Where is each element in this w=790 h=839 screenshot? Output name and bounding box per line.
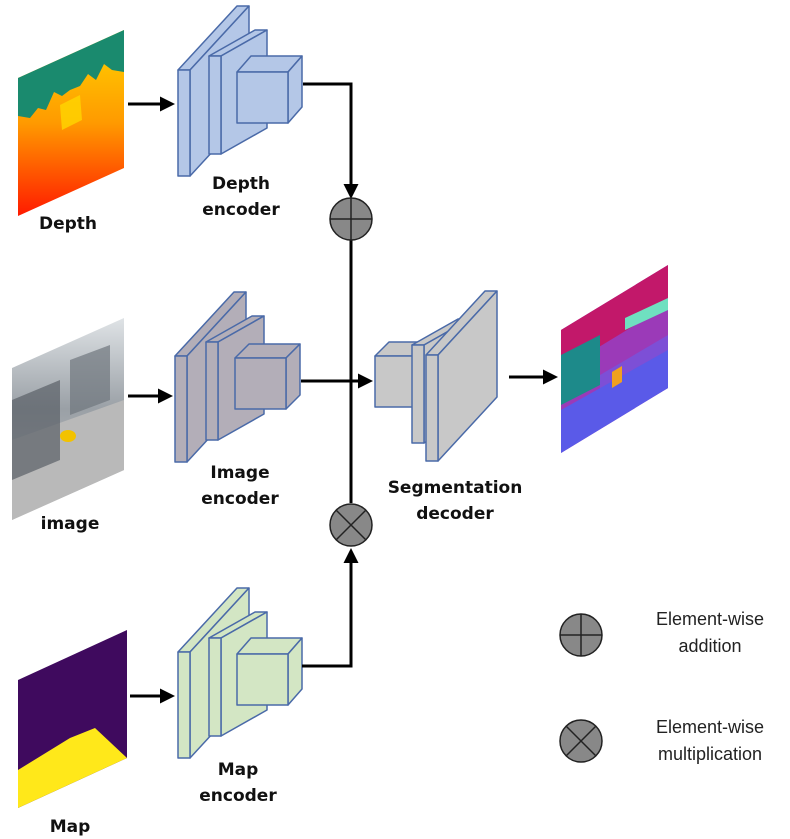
decoder-label-line2: decoder — [416, 504, 494, 524]
legend-multiplication-icon — [559, 719, 603, 763]
arrow-map-encoder-to-multiply — [302, 548, 359, 668]
legend-addition-icon — [559, 613, 603, 657]
legend-addition-label-line2: addition — [678, 636, 741, 656]
arrow-depth-encoder-to-add — [303, 82, 359, 199]
element-wise-multiplication-node — [329, 503, 373, 547]
depth-input-image — [18, 30, 124, 216]
element-wise-addition-node — [329, 197, 373, 241]
map-input-image — [18, 630, 127, 808]
depth-encoder-label-line1: Depth — [212, 174, 270, 194]
depth-encoder-block — [177, 5, 303, 177]
legend-multiplication-label-line1: Element-wise — [656, 717, 764, 737]
legend-addition-label-line1: Element-wise — [656, 609, 764, 629]
map-encoder-block — [177, 587, 303, 759]
segmentation-decoder-block — [374, 290, 498, 462]
legend: Element-wise addition Element-wise multi… — [559, 609, 764, 764]
camera-input-image — [12, 318, 124, 520]
image-encoder-label-line1: Image — [210, 463, 269, 483]
decoder-label-line1: Segmentation — [388, 478, 523, 498]
segmentation-output-image — [561, 265, 668, 453]
map-encoder-label-line2: encoder — [199, 786, 277, 806]
depth-encoder-label-line2: encoder — [202, 200, 280, 220]
depth-input-label: Depth — [39, 214, 97, 234]
map-input-label: Map — [50, 817, 91, 837]
image-input-label: image — [41, 514, 100, 534]
map-encoder-label-line1: Map — [218, 760, 259, 780]
image-encoder-label-line2: encoder — [201, 489, 279, 509]
image-encoder-block — [174, 291, 301, 463]
legend-multiplication-label-line2: multiplication — [658, 744, 762, 764]
